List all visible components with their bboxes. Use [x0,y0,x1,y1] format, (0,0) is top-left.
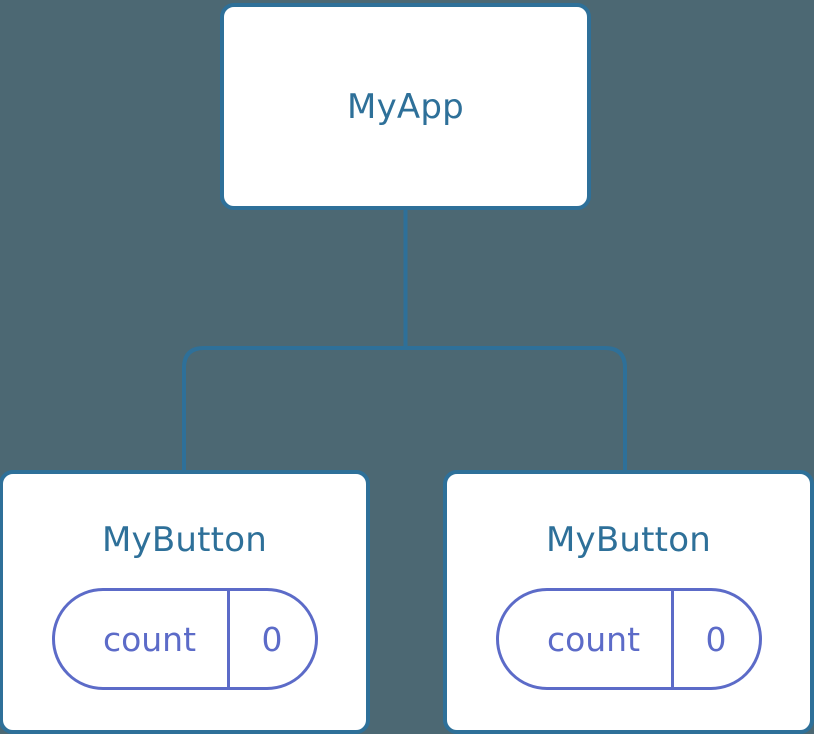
state-value-child-1: 0 [670,591,759,687]
state-pill-child-1[interactable]: count 0 [495,588,762,690]
node-title-root: MyApp [347,86,464,127]
state-value-child-0: 0 [226,591,315,687]
node-title-child-1: MyButton [546,520,711,560]
state-pill-child-0[interactable]: count 0 [51,588,318,690]
node-title-child-0: MyButton [102,520,267,560]
tree-node-root[interactable]: MyApp [220,3,591,210]
edge-branch-bar [182,346,627,470]
state-key-child-0: count [102,619,197,659]
tree-node-child-0[interactable]: MyButton count 0 [0,470,370,734]
tree-node-child-1[interactable]: MyButton count 0 [443,470,814,734]
state-key-child-1: count [546,619,641,659]
